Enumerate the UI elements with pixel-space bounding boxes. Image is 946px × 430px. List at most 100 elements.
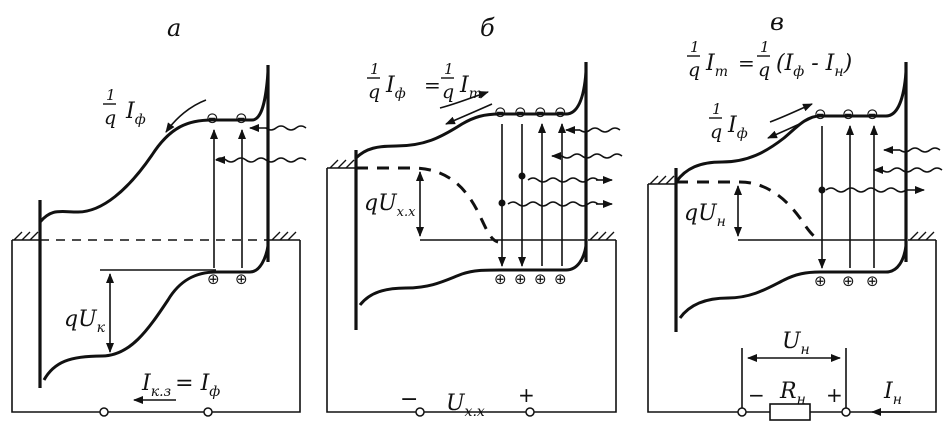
panel-b-electron-3: ⊖ [534,103,547,121]
svg-text:1: 1 [690,38,700,56]
panel-a-terminal-1 [99,407,109,417]
panel-a-electron-1: ⊖ [206,109,219,127]
panel-a-electron-2: ⊖ [235,109,248,127]
panel-a-conduction-band [38,71,270,224]
panel-b-electron-1: ⊖ [494,103,507,121]
svg-text:Iф: Iф [385,73,406,102]
panel-c-photo-arrow [767,117,813,139]
svg-text:Iф: Iф [727,113,748,142]
panel-a-hole-1: ⊕ [207,270,220,288]
panel-b-hole-3: ⊕ [534,270,547,288]
panel-b-hole-1: ⊕ [494,270,507,288]
panel-c-quasi-fermi [676,180,821,242]
panel-b-light-wave-1 [579,127,621,133]
svg-text:q: q [758,59,770,81]
panel-b-plus: + [518,383,535,407]
panel-b-valence-band [358,245,588,306]
panel-c-load-current-label: Iн [883,379,902,408]
panel-c-load-plus: + [826,383,843,407]
panel-a-hatch-right [271,231,297,241]
panel-a-circuit-current-label: Iк.з= Iф [141,371,220,400]
panel-c-thermal-arrow [769,103,813,123]
panel-b-terminal-1 [415,407,425,417]
panel-a: а qUк 1 q Iф ⊖ ⊖ ⊕ [11,14,307,417]
panel-b-light-wave-2 [561,153,623,159]
panel-b-quasi-fermi [356,166,499,244]
panel-b-voltage-circuit-label: Uх.х [446,391,485,420]
panel-c-load-minus: − [748,383,765,407]
panel-b-hatch-left [329,159,355,169]
panel-a-hatch-left [13,231,39,241]
panel-a-valence-band [42,245,270,381]
panel-c-hatch-right [909,231,935,241]
panel-c-load-voltage-label: Uн [782,329,810,358]
panel-c-light-wave-2 [881,167,943,173]
panel-c-photocurrent-label: 1 q Iф [709,100,748,143]
svg-text:q: q [104,107,116,129]
panel-c-terminal-2 [841,407,851,417]
panel-c-light-wave-1 [899,147,941,153]
panel-b-voltage-label: qUх.х [364,191,416,220]
svg-text:Iт: Iт [705,51,728,80]
panel-c-emission-1 [825,187,907,193]
panel-b-letter: б [480,14,495,42]
panel-c-electron-1: ⊖ [814,105,827,123]
panel-c-terminal-1 [737,407,747,417]
panel-a-hole-2: ⊕ [235,270,248,288]
panel-b-hole-4: ⊕ [554,270,567,288]
panel-b-minus: − [400,387,418,412]
panel-b-electron-4: ⊖ [554,103,567,121]
panel-a-photocurrent-arrow [165,99,207,133]
panel-c-electron-3: ⊖ [866,105,879,123]
svg-text:q: q [688,59,700,81]
panel-a-circuit-frame [11,240,301,413]
svg-text:1: 1 [370,60,380,78]
panel-b-thermal-arrow [439,91,489,109]
panel-b-electron-2: ⊖ [514,103,527,121]
svg-text:q: q [442,81,454,103]
panel-b-trap-1 [518,172,526,180]
svg-text:1: 1 [712,100,722,118]
panel-c-current-balance-label: 1 q Iт = 1 q (Iф - Iн) [687,38,852,81]
panel-b: б qUх.х 1 q Iф = 1 q Iт ⊖ [326,14,623,420]
panel-c-load-resistor [769,403,811,421]
panel-c-letter: в [770,8,784,36]
panel-b-hatch-right [589,231,615,241]
panel-b-emission-1 [527,177,599,183]
panel-b-emission-2 [507,201,599,207]
panel-b-current-balance-label: 1 q Iф = 1 q Iт [367,60,482,103]
panel-c-load-resistor-label: Rн [779,379,806,408]
svg-text:1: 1 [760,38,770,56]
panel-a-light-wave-1 [265,125,307,131]
svg-text:1: 1 [444,60,454,78]
svg-text:=: = [424,73,441,97]
panel-c-trap-1 [818,186,826,194]
panel-c-hole-3: ⊕ [866,272,879,290]
panel-c-voltage-label: qUн [684,201,726,230]
svg-text:=: = [738,51,755,75]
panel-c-conduction-band [674,71,908,183]
panel-a-photocurrent-label: 1 q Iф [103,86,146,129]
panel-a-letter: а [167,14,181,42]
panel-c-hole-1: ⊕ [814,272,827,290]
panel-a-light-wave-2 [215,157,307,163]
panel-c-valence-band [678,245,908,319]
panel-b-conduction-band [354,71,588,160]
panel-b-hole-2: ⊕ [514,270,527,288]
svg-text:(Iф - Iн): (Iф - Iн) [776,51,852,80]
panel-a-terminal-2 [203,407,213,417]
svg-text:1: 1 [106,86,116,104]
panel-c: в qUн 1 q Iт = 1 q (Iф - Iн) 1 [647,8,943,421]
svg-text:q: q [710,121,722,143]
panel-c-electron-2: ⊖ [842,105,855,123]
panel-b-trap-2 [498,199,506,207]
panel-b-photo-arrow [445,103,493,125]
svg-text:q: q [368,81,380,103]
svg-text:Iф: Iф [125,99,146,128]
panel-c-hatch-left [649,175,675,185]
panel-b-circuit-frame [326,168,617,413]
panel-c-hole-2: ⊕ [842,272,855,290]
panel-b-terminal-2 [525,407,535,417]
panel-a-barrier-label: qUк [64,307,106,336]
